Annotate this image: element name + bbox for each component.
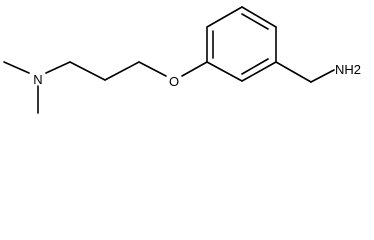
bond-ring-ch2: [275, 61, 312, 83]
atom-label-o: O: [169, 74, 179, 89]
ring-bond-6: [206, 61, 243, 82]
ring-double-bond-bottom: [241, 58, 269, 75]
atom-label-nh2: NH2: [335, 62, 361, 77]
ring-bond-2: [206, 6, 243, 28]
bond-ch2-nh2: [310, 69, 335, 83]
bond-n-ch2: [45, 61, 71, 74]
chemical-structure-diagram: N O NH2: [3, 6, 361, 114]
molecule-drawing: N O NH2: [3, 6, 361, 114]
bond-methyl-upper: [3, 61, 30, 74]
ring-bond-3: [241, 6, 277, 28]
atom-label-n: N: [33, 72, 42, 87]
bond-chain-2: [104, 61, 140, 81]
bond-o-ring: [181, 61, 208, 77]
bond-chain-3: [138, 61, 167, 77]
ring-bond-5: [241, 61, 277, 82]
bond-chain-1: [69, 61, 106, 81]
ring-double-bond-top: [241, 13, 269, 30]
